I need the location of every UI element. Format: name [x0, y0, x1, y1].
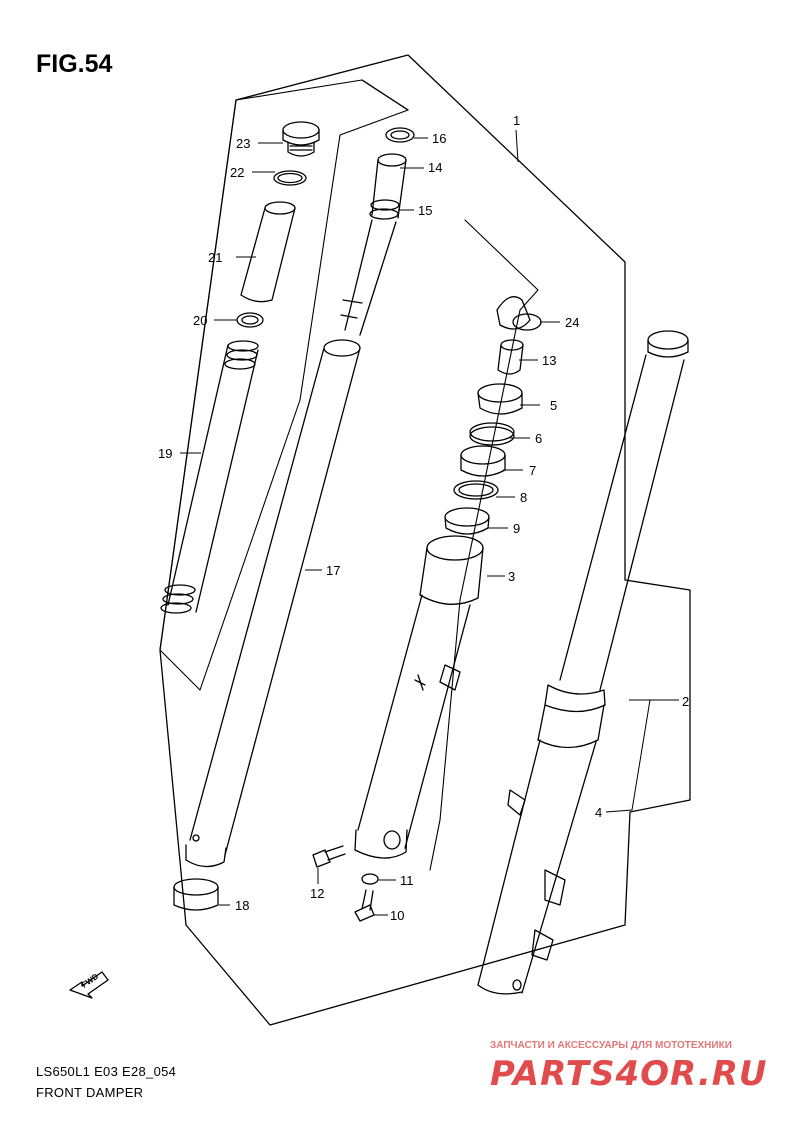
part-17-outer-tube: [185, 339, 361, 868]
part-13-collar: [497, 339, 524, 375]
callout-17: 17: [326, 563, 340, 578]
part-7-oil-seal: [460, 445, 506, 477]
callout-16: 16: [432, 131, 446, 146]
callout-5: 5: [550, 398, 557, 413]
part-9-guide-bushing: [444, 507, 490, 535]
callout-2: 2: [682, 694, 689, 709]
part-20-washer: [236, 312, 264, 328]
callout-10: 10: [390, 908, 404, 923]
part-23-cap-bolt: [282, 121, 320, 157]
callout-24: 24: [565, 315, 579, 330]
callout-23: 23: [236, 136, 250, 151]
part-12-bolt: [312, 845, 346, 868]
callout-11: 11: [400, 873, 414, 888]
callout-15: 15: [418, 203, 432, 218]
part-3-lower-outer-tube: [354, 535, 484, 859]
part-16-ring: [385, 127, 415, 143]
callout-21: 21: [208, 250, 222, 265]
figure-name: FRONT DAMPER: [36, 1085, 144, 1100]
assembly-frame-outline: [159, 54, 691, 1026]
part-21-spacer: [240, 201, 296, 303]
lower-assembly-frame: [429, 219, 539, 871]
callout-20: 20: [193, 313, 207, 328]
callout-19: 19: [158, 446, 172, 461]
callout-9: 9: [513, 521, 520, 536]
part-10-drain-bolt: [354, 889, 375, 922]
callout-3: 3: [508, 569, 515, 584]
callout-14: 14: [428, 160, 442, 175]
callout-7: 7: [529, 463, 536, 478]
part-14-15-rod-top: [340, 153, 407, 336]
callout-6: 6: [535, 431, 542, 446]
callout-18: 18: [235, 898, 249, 913]
callout-12: 12: [310, 886, 324, 901]
figure-code: LS650L1 E03 E28_054: [36, 1064, 177, 1079]
part-22-o-ring: [273, 170, 307, 186]
part-8-washer: [453, 480, 499, 500]
callout-1: 1: [513, 113, 520, 128]
part-19-spring: [160, 340, 259, 614]
part-2-fork-assembly: [477, 330, 689, 995]
part-5-dust-seal: [477, 383, 523, 415]
watermark-caption: ЗАПЧАСТИ И АКСЕССУАРЫ ДЛЯ МОТОТЕХНИКИ: [490, 1040, 732, 1051]
figure-title: FIG.54: [36, 50, 113, 78]
watermark-logo: PARTS4OR.RU: [490, 1054, 768, 1094]
fwd-arrow-icon: [69, 971, 109, 999]
callout-4: 4: [595, 805, 602, 820]
part-18-bushing: [173, 878, 219, 911]
callout-22: 22: [230, 165, 244, 180]
callout-13: 13: [542, 353, 556, 368]
callout-8: 8: [520, 490, 527, 505]
outer-tube-frame: [361, 79, 409, 111]
part-6-stopper-ring: [469, 422, 515, 446]
part-11-gasket: [361, 873, 379, 885]
